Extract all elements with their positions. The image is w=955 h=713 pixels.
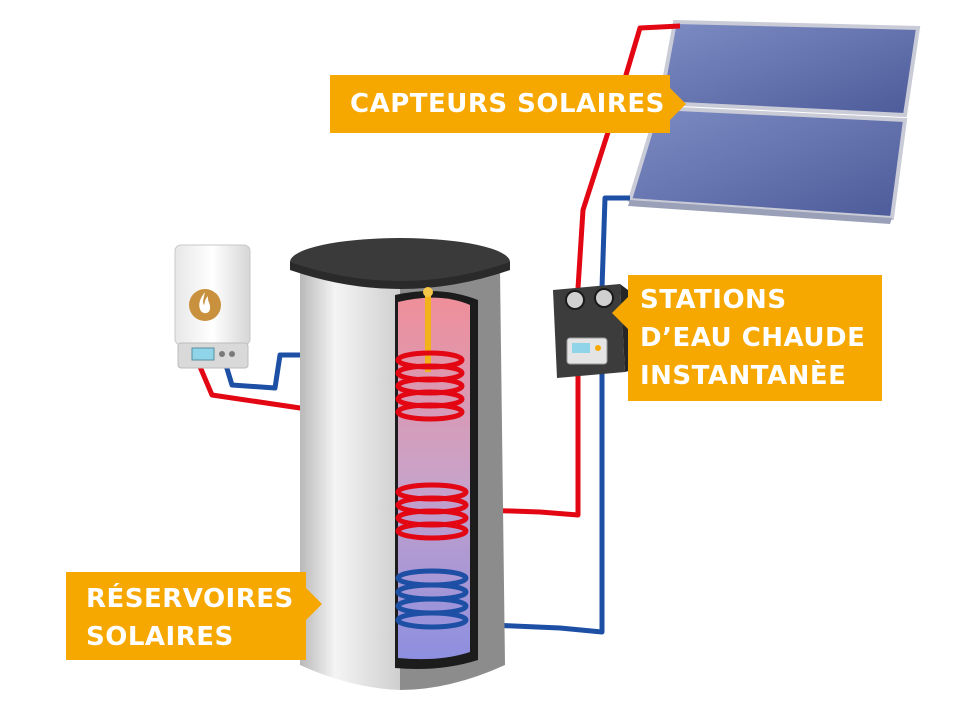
label-capteurs-solaires: CAPTEURS SOLAIRES xyxy=(330,75,686,133)
tank-shell xyxy=(300,270,400,690)
cold-pipes xyxy=(222,195,630,635)
lower-coil-hot xyxy=(395,482,469,541)
label-stations-line-3: INSTANTANÈE xyxy=(640,361,847,391)
label-stations-line-1: STATIONS xyxy=(640,285,787,315)
label-capteurs-text: CAPTEURS SOLAIRES xyxy=(350,89,665,119)
station-gauge-left xyxy=(565,290,585,310)
boiler-cold-pipe xyxy=(222,352,318,391)
solar-panel-top xyxy=(657,19,921,118)
tank-lid xyxy=(290,238,510,286)
label-reservoirs-line-2: SOLAIRES xyxy=(86,622,234,652)
station-to-tank-hot-pipe xyxy=(479,365,581,518)
lower-coil-cold xyxy=(395,568,469,630)
collector-cold-pipe xyxy=(599,195,630,289)
tank-lid-rim xyxy=(290,262,510,289)
solar-collectors xyxy=(627,19,921,224)
heat-exchanger-coils xyxy=(395,350,469,630)
label-stations-eau-chaude: STATIONS D’EAU CHAUDE INSTANTANÈE xyxy=(612,275,882,401)
label-stations-line-2: D’EAU CHAUDE xyxy=(640,323,866,353)
anode-rod xyxy=(425,292,431,372)
solar-panel-bottom xyxy=(627,105,908,221)
label-reservoirs-solaires: RÉSERVOIRES SOLAIRES xyxy=(66,572,322,660)
station-to-tank-cold-pipe xyxy=(489,365,605,635)
flame-icon xyxy=(199,292,211,314)
solar-panel-edge xyxy=(628,200,892,224)
label-reservoirs-line-1: RÉSERVOIRES xyxy=(86,584,294,614)
tank-water xyxy=(398,297,470,660)
boiler xyxy=(174,244,251,369)
upper-coil xyxy=(395,350,465,422)
station-gauge-right xyxy=(594,288,614,308)
